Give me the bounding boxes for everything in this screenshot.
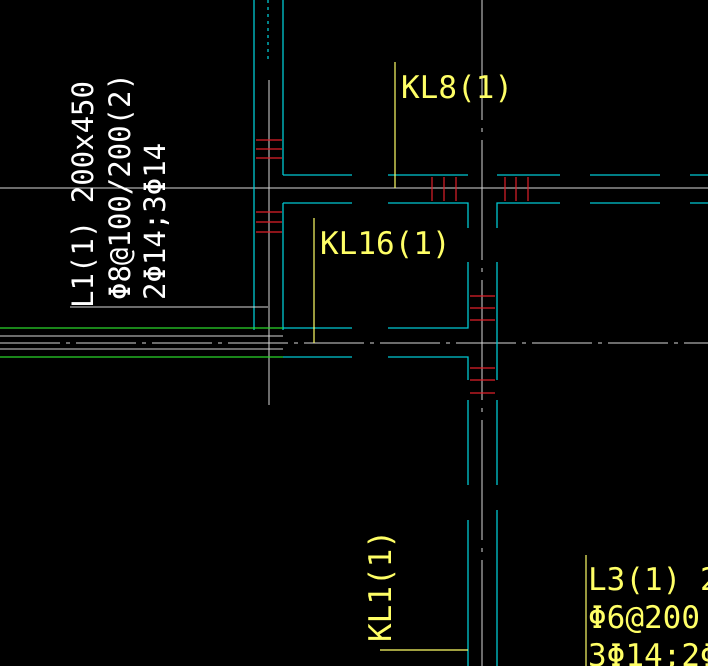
labels: KL8(1) KL16(1) KL1(1) L3(1) 20 Φ6@200 3Φ… [320,70,708,666]
label-kl8: KL8(1) [401,70,513,106]
label-l1-line2: Φ8@100/200(2) [103,73,137,300]
label-kl1: KL1(1) [363,530,399,642]
label-l3-line2: Φ6@200 [588,600,700,636]
beam-edge-kl16-bottom-b [388,356,469,380]
label-l3-line1: L3(1) 20 [588,562,708,598]
green-lines [0,327,283,358]
beam-edge-kl8-bottom-b [388,202,469,228]
label-kl16: KL16(1) [320,226,451,262]
label-l1-line3: 2Φ14;3Φ14 [138,143,172,300]
label-l3-line3: 3Φ14;2Φ [588,638,708,666]
l1-labels: L1(1) 200x450 Φ8@100/200(2) 2Φ14;3Φ14 [66,73,172,308]
leader-lines [313,62,587,666]
rebar-marks [256,139,529,394]
left-double-lines [0,335,283,350]
beam-edge-kl8-bottom-c [496,202,560,228]
label-l1-line1: L1(1) 200x450 [66,81,100,308]
beam-edge-kl16-top-b [388,262,469,329]
beam-edges [253,0,708,666]
